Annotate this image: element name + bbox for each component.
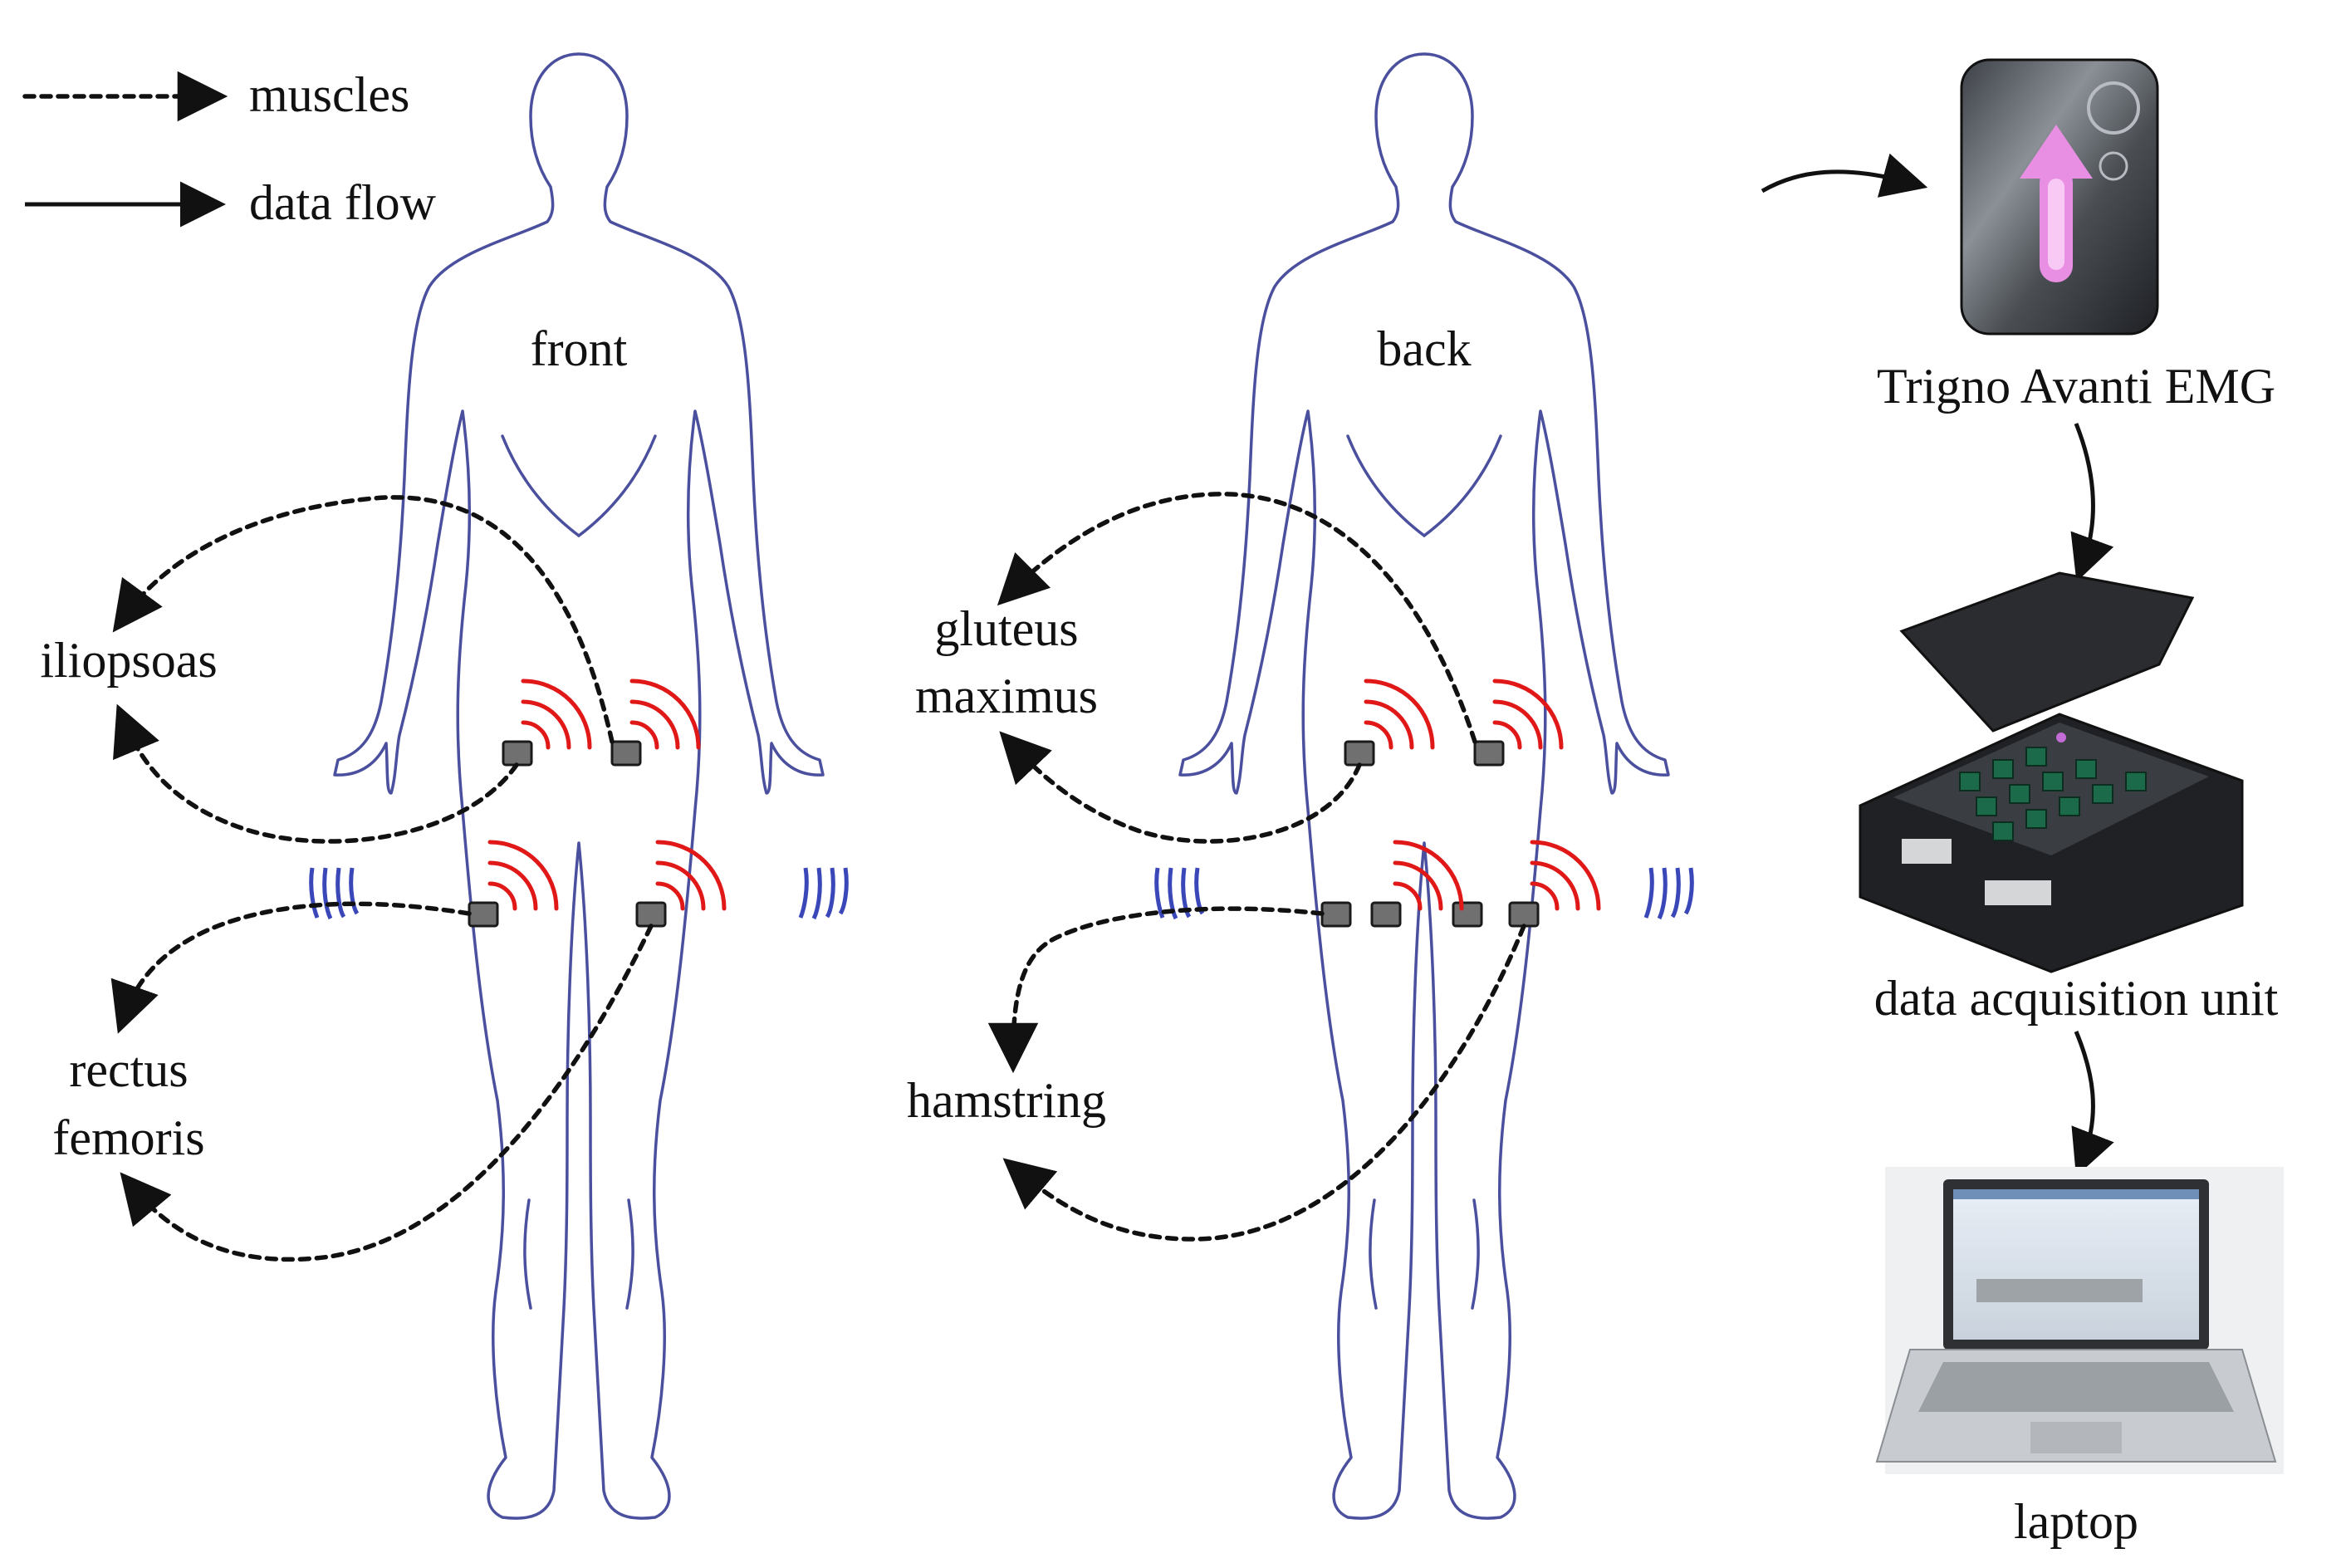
label-iliopsoas: iliopsoas xyxy=(40,633,217,688)
daq-unit-image xyxy=(1859,571,2244,973)
legend: muscles data flow xyxy=(22,67,437,230)
sensor-back-gluteus-left xyxy=(1344,740,1375,767)
legend-muscles-label: muscles xyxy=(249,67,409,122)
sensor-front-rectus-left xyxy=(468,901,499,928)
sensor-back-hamstring-3 xyxy=(1452,901,1483,928)
back-body-outline xyxy=(1154,52,1694,1520)
front-body-outline xyxy=(309,52,849,1520)
arrow-to-iliopsoas-lower xyxy=(113,703,519,844)
arrow-daq-to-laptop xyxy=(2071,1031,2114,1177)
arrow-to-rectus-lower xyxy=(120,924,654,1262)
sensor-front-rectus-right xyxy=(635,901,667,928)
back-label: back xyxy=(1377,321,1471,376)
label-rectus-line1: rectus xyxy=(69,1042,188,1097)
arrow-to-iliopsoas-upper xyxy=(112,495,615,744)
sensor-back-gluteus-right xyxy=(1473,740,1505,767)
label-gluteus-line1: gluteus xyxy=(934,601,1078,656)
sensor-back-hamstring-2 xyxy=(1370,901,1402,928)
laptop-image xyxy=(1875,1167,2284,1474)
sensor-front-iliopsoas-right xyxy=(610,740,642,767)
label-hamstring: hamstring xyxy=(907,1073,1106,1128)
sensor-back-hamstring-4 xyxy=(1508,901,1540,928)
back-muscle-arrows xyxy=(987,492,1526,1242)
arrow-emg-to-daq xyxy=(2070,423,2114,582)
front-muscle-arrows xyxy=(110,495,654,1262)
arrow-to-hamstring-lower xyxy=(1002,924,1526,1242)
legend-data-flow-label: data flow xyxy=(249,175,437,230)
label-rectus-line2: femoris xyxy=(52,1110,204,1165)
front-sensors xyxy=(468,740,667,928)
arrow-to-gluteus-upper xyxy=(997,492,1477,744)
emg-sensor-image xyxy=(1960,58,2159,336)
sensor-front-iliopsoas-left xyxy=(502,740,533,767)
label-laptop: laptop xyxy=(2014,1494,2138,1549)
front-wireless-signals xyxy=(487,679,727,911)
arrow-to-hamstring-upper xyxy=(987,906,1325,1074)
arrow-sensors-to-emg xyxy=(1761,153,1928,198)
front-label: front xyxy=(531,321,628,376)
label-daq: data acquisition unit xyxy=(1874,971,2279,1026)
label-emg: Trigno Avanti EMG xyxy=(1877,359,2275,414)
arrow-to-rectus-upper xyxy=(110,901,472,1034)
back-wireless-signals xyxy=(1364,679,1601,911)
label-gluteus-line2: maximus xyxy=(915,669,1098,723)
sensor-back-hamstring-1 xyxy=(1320,901,1352,928)
arrow-to-gluteus-lower xyxy=(999,731,1362,844)
